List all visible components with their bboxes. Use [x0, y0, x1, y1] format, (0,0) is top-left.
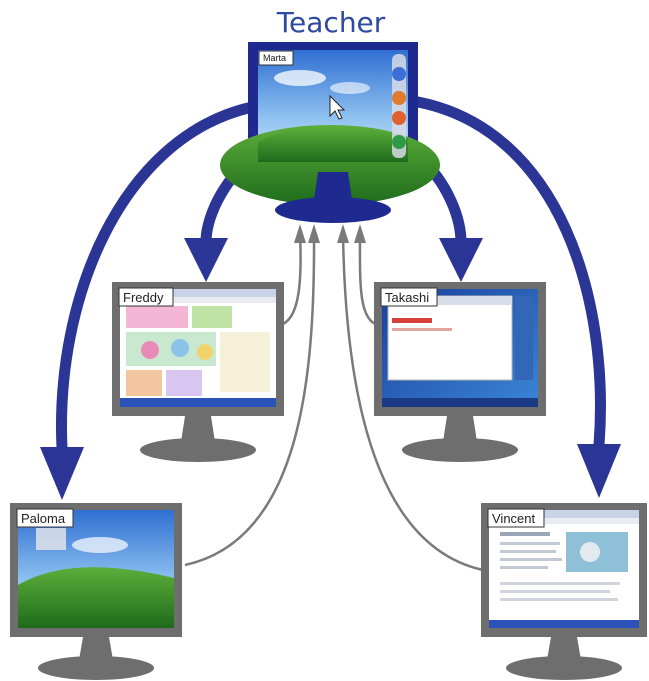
- arrow-teacher-to-vincent: [412, 96, 606, 451]
- teacher-label: Marta: [263, 53, 286, 63]
- incoming-arrows: [184, 231, 484, 572]
- arrowhead-vincent: [337, 224, 349, 243]
- teacher-side-toolbar: [392, 54, 406, 158]
- incoming-arrowheads: [294, 224, 366, 243]
- arrowhead-freddy-blue: [184, 238, 228, 282]
- student-monitor-takashi: Takashi: [374, 282, 546, 462]
- vincent-label: Vincent: [492, 511, 536, 526]
- share-icon: [392, 111, 406, 125]
- arrowhead-paloma: [308, 224, 320, 243]
- freddy-label: Freddy: [123, 290, 164, 305]
- arrowhead-vincent-blue: [577, 444, 621, 498]
- arrowhead-paloma-blue: [40, 447, 84, 500]
- checkmark-icon: [392, 67, 406, 81]
- paloma-label: Paloma: [21, 511, 66, 526]
- student-monitor-paloma: Paloma: [10, 503, 182, 680]
- teacher-monitor: Marta: [220, 42, 440, 223]
- arrowhead-freddy: [294, 224, 306, 243]
- people-icon: [392, 91, 406, 105]
- arrowhead-takashi: [354, 224, 366, 243]
- arrow-teacher-to-paloma: [55, 102, 254, 454]
- arrow-freddy-to-teacher: [279, 231, 302, 327]
- arrow-paloma-to-teacher: [184, 231, 316, 567]
- globe-icon: [392, 135, 406, 149]
- arrow-vincent-to-teacher: [341, 231, 484, 572]
- teacher-monitor-neck: [314, 172, 352, 200]
- arrow-takashi-to-teacher: [358, 231, 379, 327]
- takashi-label: Takashi: [385, 290, 429, 305]
- diagram-title: Teacher: [276, 6, 386, 39]
- outgoing-arrowheads: [40, 238, 621, 500]
- arrowhead-takashi-blue: [439, 238, 483, 282]
- cursor-icon: [329, 94, 346, 120]
- student-monitor-vincent: Vincent: [481, 503, 647, 680]
- teacher-monitor-base: [275, 197, 391, 223]
- student-monitor-freddy: Freddy: [112, 282, 284, 462]
